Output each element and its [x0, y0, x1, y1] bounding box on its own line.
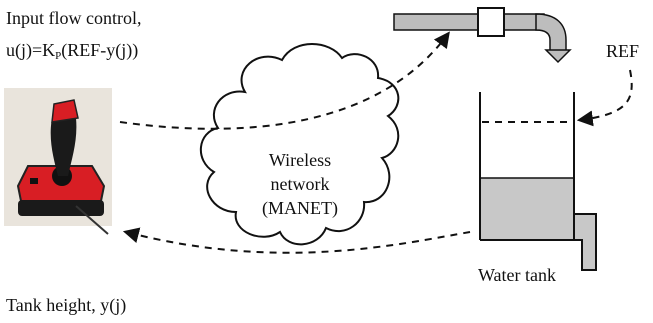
pipe-horizontal	[393, 13, 545, 31]
tank-height-label: Tank height, y(j)	[6, 295, 126, 316]
wireless-network-cloud	[199, 43, 400, 246]
control-formula-suffix: (REF-y(j))	[61, 40, 138, 61]
control-formula-subscript: P	[55, 50, 61, 62]
pipe-elbow	[535, 13, 567, 53]
tank-outlet-pipe	[573, 213, 597, 271]
ref-label: REF	[606, 41, 639, 61]
control-formula-prefix: u(j)=K	[6, 40, 55, 61]
feedback-signal-arrow	[122, 227, 471, 254]
control-signal-arrow	[119, 31, 450, 130]
valve	[477, 7, 505, 37]
water-tank	[479, 92, 597, 271]
joystick-handle-top	[51, 99, 79, 123]
water-tank-label: Water tank	[478, 265, 556, 285]
joystick-base-bottom	[18, 200, 104, 216]
control-label-line1: Input flow control,	[6, 8, 141, 28]
ref-arrow	[576, 69, 633, 127]
joystick-cable	[75, 205, 109, 235]
cloud-label-line3: (MANET)	[262, 198, 338, 219]
joystick-image	[4, 88, 112, 235]
cloud-label-line2: network	[271, 174, 330, 194]
pipe-outlet-arrow	[544, 49, 572, 64]
cloud-label-line1: Wireless	[269, 150, 331, 170]
tank-water	[480, 178, 574, 240]
inflow-pipe	[393, 7, 572, 64]
control-label-line2: u(j)=KP(REF-y(j))	[6, 40, 138, 62]
joystick-stick	[50, 118, 77, 176]
joystick-button-left	[30, 178, 38, 184]
